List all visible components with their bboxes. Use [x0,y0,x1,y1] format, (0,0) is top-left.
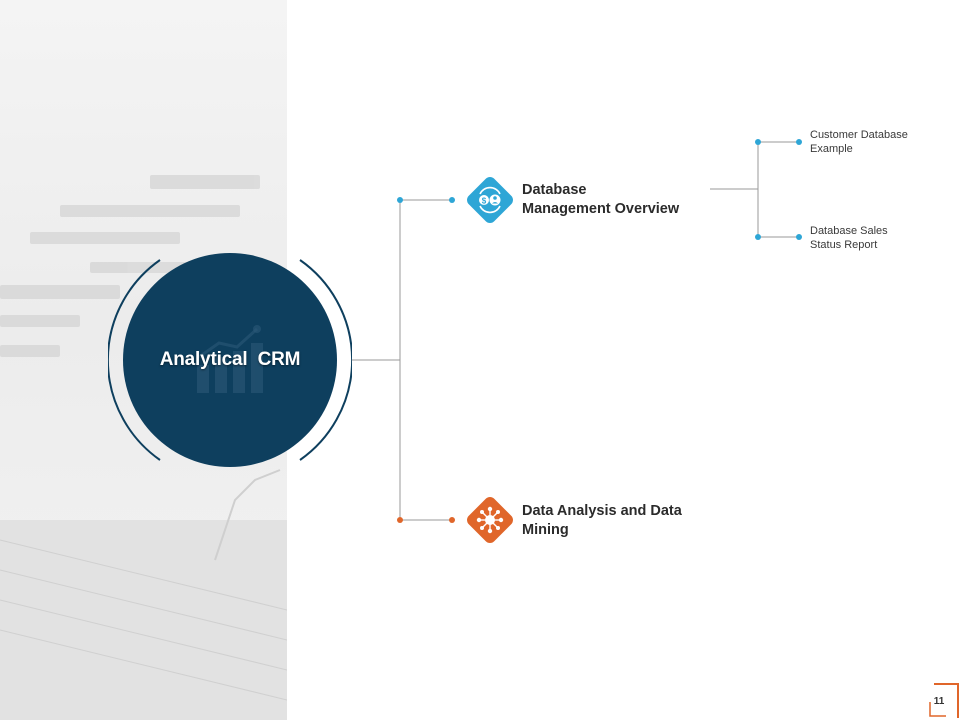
connector-dot [449,197,455,203]
data-analysis-label: Data Analysis and Data Mining [522,502,722,540]
bar-chart-watermark-icon [197,325,263,393]
connector-dot [397,197,403,203]
connector-dot [449,517,455,523]
background-document-illustration [0,175,287,720]
database-sales-status-report-text: Database Sales Status Report [810,225,888,251]
connector-dot [755,139,761,145]
main-topic-title: Analytical CRM [159,349,301,370]
customer-database-example-text: Customer Database Example [810,129,908,155]
customer-database-example-label: Customer Database Example [810,128,940,156]
network-hub-icon [476,506,504,534]
page-number: 11 [933,695,945,707]
database-money-people-icon: $ [479,186,501,214]
svg-text:$: $ [482,197,487,206]
database-management-label-text: Database Management Overview [522,182,680,217]
connector-dot [796,139,802,145]
connector-dot [796,234,802,240]
main-topic-circle: Analytical CRM [123,253,337,467]
connector-dot [755,234,761,240]
database-management-label: Database Management Overview [522,181,712,219]
connector-dot [397,517,403,523]
main-circle-arcs [108,259,352,461]
database-sales-status-report-label: Database Sales Status Report [810,224,940,252]
data-analysis-label-text: Data Analysis and Data Mining [522,503,682,538]
page-number-frame [929,683,959,718]
